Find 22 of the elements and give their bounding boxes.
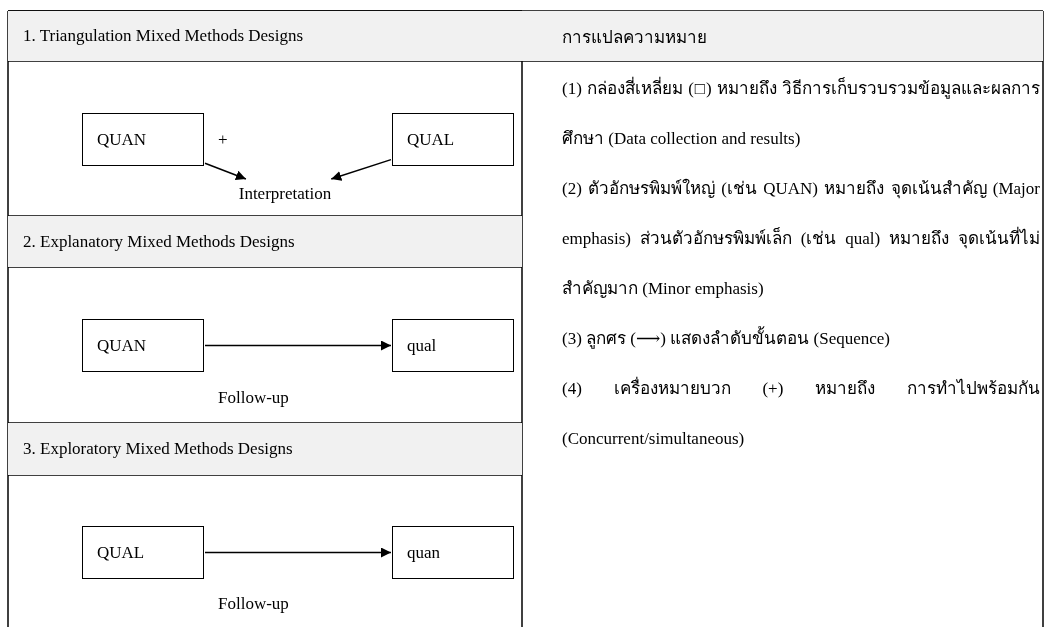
method-box: quan (392, 526, 514, 579)
table-header-cell: 1. Triangulation Mixed Methods Designs (8, 11, 522, 61)
legend-paragraph: (2) ตัวอักษรพิมพ์ใหญ่ (เช่น QUAN) หมายถึง จุดเน้นสำคัญ (Major emphasis) ส่วนตัวอักษรพิมพ์เล็ก (เช่น qual) หมายถึง จุดเน้นที่ไม่สำคัญมาก (Minor emphasis) (562, 177, 1040, 300)
method-box: QUAL (392, 113, 514, 166)
legend-paragraph: (1) กล่องสี่เหลี่ยม (□) หมายถึง วิธีการเก็บรวบรวมข้อมูลและผลการศึกษา (Data collection and results) (562, 64, 1040, 164)
table-header-cell: 3. Exploratory Mixed Methods Designs (8, 423, 522, 475)
method-box: QUAL (82, 526, 204, 579)
arrow (204, 162, 247, 181)
edge-label: Follow-up (218, 594, 289, 614)
arrow (204, 547, 392, 558)
legend-paragraph: (3) ลูกศร (⟶) แสดงลำดับขั้นตอน (Sequence) (562, 314, 1040, 364)
legend-paragraph: (4) เครื่องหมายบวก (+) หมายถึง การทำไปพร้อมกัน (Concurrent/simultaneous) (562, 364, 1040, 464)
interpretation-text: Interpretation (216, 180, 354, 208)
edge-label: Follow-up (218, 388, 289, 408)
table-header-cell: 2. Explanatory Mixed Methods Designs (8, 216, 522, 267)
plus-sign: + (218, 130, 229, 151)
method-box: qual (392, 319, 514, 372)
table-header-cell: การแปลความหมาย (522, 11, 1043, 61)
arrow (204, 340, 392, 351)
method-box: QUAN (82, 319, 204, 372)
arrow (330, 158, 392, 181)
method-box: QUAN (82, 113, 204, 166)
